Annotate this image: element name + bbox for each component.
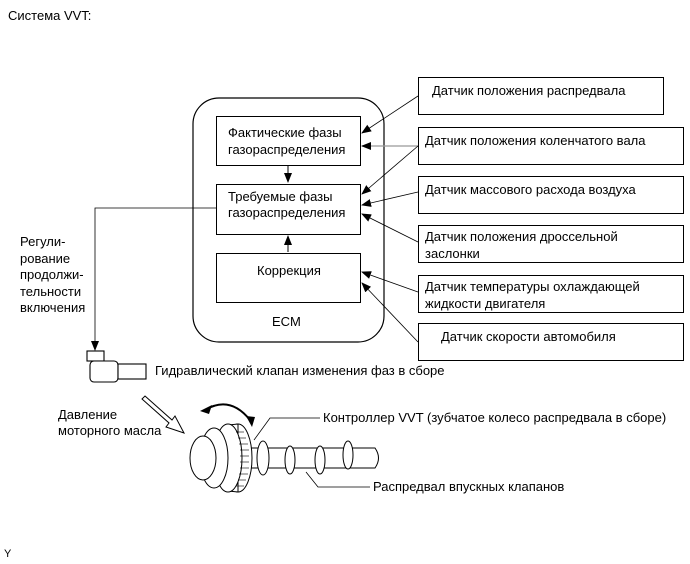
rotation-arrowhead-right <box>246 416 255 427</box>
ocv-valve-drawing <box>86 350 147 383</box>
duty-control-line: включения <box>20 300 86 315</box>
leader-intake-camshaft <box>305 471 370 488</box>
sensor-label-line2: жидкости двигателя <box>425 296 546 311</box>
sensor-vehicle-speed: Датчик скорости автомобиля <box>418 323 684 361</box>
target-timing-line2: газораспределения <box>228 205 346 220</box>
sensor-mass-air-flow: Датчик массового расхода воздуха <box>418 176 684 214</box>
duty-control-line: Регули- <box>20 234 66 249</box>
arrow-throttle-sensor <box>361 213 419 243</box>
sensor-label-line1: Датчик температуры охлаждающей <box>425 279 640 294</box>
ecm-outline <box>192 97 385 343</box>
sensor-label-line1: Датчик положения дроссельной <box>425 229 618 244</box>
ecm-block-target-timing: Требуемые фазы газораспределения <box>216 184 361 235</box>
sensor-coolant-temperature: Датчик температуры охлаждающей жидкости … <box>418 275 684 313</box>
arrow-coolant-sensor <box>361 271 419 293</box>
arrow-maf-sensor <box>361 191 419 207</box>
actual-timing-line1: Фактические фазы <box>228 125 342 140</box>
duty-control-line: тельности <box>20 283 82 299</box>
intake-camshaft-label: Распредвал впускных клапанов <box>373 479 565 494</box>
correction-label: Коррекция <box>257 263 321 278</box>
rotation-arrowhead-left <box>200 405 212 414</box>
duty-control-label: Регули- рование продолжи- тельности вклю… <box>20 234 85 317</box>
ecm-label: ECM <box>272 314 301 329</box>
sensor-throttle-position: Датчик положения дроссельной заслонки <box>418 225 684 263</box>
duty-control-line: продолжи- <box>20 267 84 282</box>
sensor-label-line2: заслонки <box>425 246 480 261</box>
footer-mark: Y <box>4 548 12 560</box>
arrow-camshaft-sensor <box>361 95 419 134</box>
sensor-label: Датчик скорости автомобиля <box>441 329 616 344</box>
sensor-label: Датчик положения коленчатого вала <box>425 133 646 148</box>
oil-pressure-label-line2: моторного масла <box>58 423 162 438</box>
actual-timing-line2: газораспределения <box>228 142 346 157</box>
leader-vvt-controller <box>253 417 320 441</box>
ecm-block-correction: Коррекция <box>216 253 361 303</box>
duty-control-line: рование <box>20 250 71 266</box>
sensor-label: Датчик положения распредвала <box>432 83 626 98</box>
arrow-duty-control <box>91 207 216 351</box>
arrow-speed-sensor <box>361 282 419 343</box>
diagram-title: Система VVT: <box>8 8 92 23</box>
target-timing-line1: Требуемые фазы <box>228 189 333 204</box>
camshaft-drawing <box>189 423 379 493</box>
ocv-label: Гидравлический клапан изменения фаз в сб… <box>155 363 445 378</box>
arrow-crankshaft-sensor-target <box>361 145 419 195</box>
oil-pressure-label-line1: Давление <box>58 407 118 422</box>
sensor-crankshaft-position: Датчик положения коленчатого вала <box>418 127 684 165</box>
rotation-arc <box>204 403 251 421</box>
oil-pressure-arrow <box>141 395 186 434</box>
sensor-label: Датчик массового расхода воздуха <box>425 182 636 197</box>
vvt-controller-label: Контроллер VVT (зубчатое колесо распредв… <box>323 410 667 425</box>
ecm-block-actual-timing: Фактические фазы газораспределения <box>216 116 361 166</box>
gear-teeth <box>236 431 249 487</box>
sensor-camshaft-position: Датчик положения распредвала <box>418 77 664 115</box>
